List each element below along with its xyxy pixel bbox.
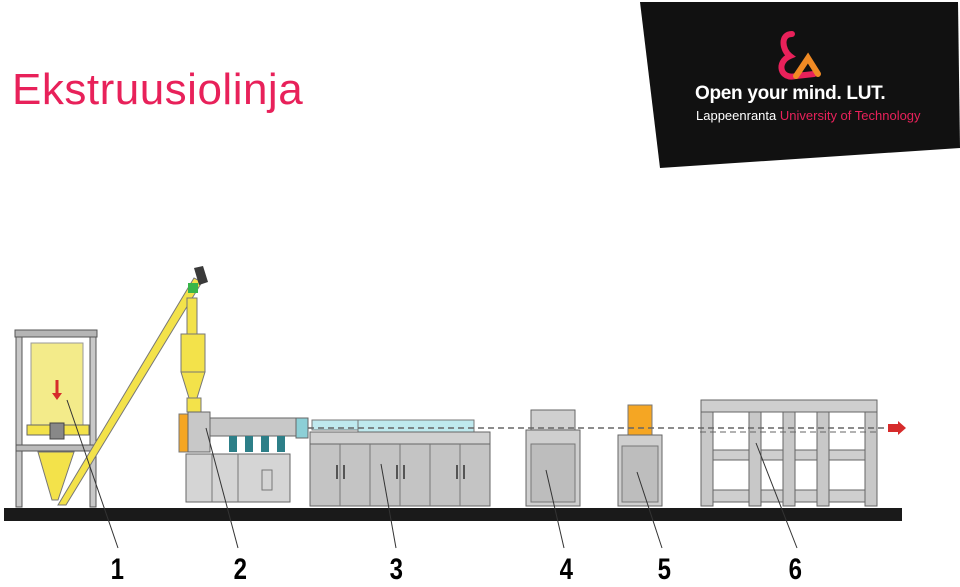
label-5: 5 xyxy=(657,553,672,586)
label-3: 3 xyxy=(389,553,404,586)
logo-university: Lappeenranta University of Technology xyxy=(696,108,921,123)
cutter-unit xyxy=(617,404,663,507)
extruder xyxy=(178,297,309,503)
screw-conveyor xyxy=(57,266,208,506)
label-4: 4 xyxy=(559,553,574,586)
label-2: 2 xyxy=(233,553,248,586)
output-arrow-icon xyxy=(888,421,906,435)
floor xyxy=(4,508,902,521)
leader-lines xyxy=(66,399,798,549)
output-rack xyxy=(700,399,878,507)
cooling-tank xyxy=(309,419,491,507)
logo-tagline: Open your mind. LUT. xyxy=(695,83,886,104)
material-silo xyxy=(14,329,98,508)
university-suffix: University of Technology xyxy=(779,108,921,123)
label-1: 1 xyxy=(110,553,125,586)
label-6: 6 xyxy=(788,553,803,586)
haul-off-unit xyxy=(525,409,581,507)
university-prefix: Lappeenranta xyxy=(696,108,777,123)
page-title: Ekstruusiolinja xyxy=(12,65,304,114)
